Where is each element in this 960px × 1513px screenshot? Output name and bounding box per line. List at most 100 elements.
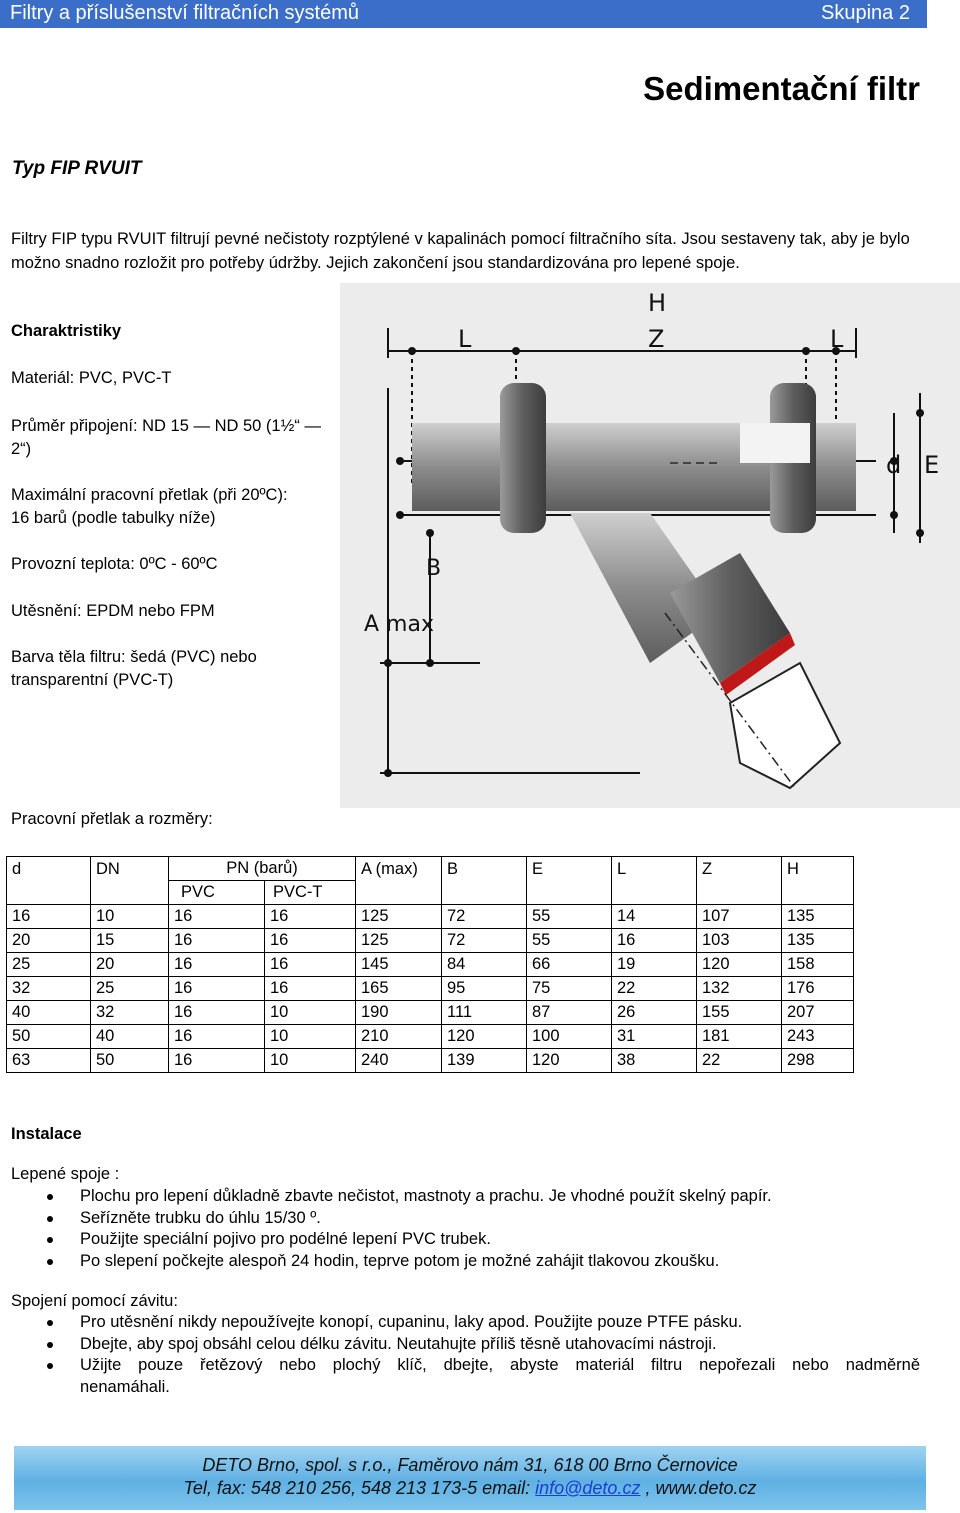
spec-diameter-2: 2“) <box>11 440 32 458</box>
list-item-text: Dbejte, aby spoj obsáhl celou délku závi… <box>80 1334 717 1353</box>
table-cell: 32 <box>6 976 91 1001</box>
table-cell: 125 <box>355 928 442 953</box>
label-l-right: L <box>830 325 844 353</box>
col-pvc: PVC <box>168 880 265 905</box>
table-cell: 16 <box>168 904 265 929</box>
page-title: Sedimentační filtr <box>643 70 920 107</box>
footer-web: , www.deto.cz <box>640 1478 757 1498</box>
table-header-row: d DN PN (barů) A (max) B E L Z H <box>6 856 854 905</box>
list-item-text: Po slepení počkejte alespoň 24 hodin, te… <box>80 1251 720 1270</box>
bullet-icon <box>47 1320 53 1326</box>
list-item-text: Užijte pouze řetězový nebo plochý klíč, … <box>80 1356 920 1396</box>
table-cell: 135 <box>781 928 854 953</box>
table-cell: 16 <box>168 1024 265 1049</box>
list-item: Pro utěsnění nikdy nepoužívejte konopí, … <box>0 1312 920 1334</box>
table-cell: 10 <box>264 1048 356 1073</box>
table-cell: 40 <box>6 1000 91 1025</box>
spec-material: Materiál: PVC, PVC-T <box>11 369 172 387</box>
table-cell: 55 <box>526 904 612 929</box>
table-cell: 125 <box>355 904 442 929</box>
label-l-left: L <box>458 325 472 353</box>
footer-phone: Tel, fax: 548 210 256, 548 213 173-5 ema… <box>183 1478 536 1498</box>
table-cell: 16 <box>6 904 91 929</box>
bullet-icon <box>47 1237 53 1243</box>
table-cell: 155 <box>696 1000 782 1025</box>
label-z: Z <box>648 325 664 353</box>
thread-joints-title: Spojení pomocí závitu: <box>11 1292 178 1310</box>
list-item: Plochu pro lepení důkladně zbavte nečist… <box>0 1186 920 1208</box>
list-item: Dbejte, aby spoj obsáhl celou délku závi… <box>0 1334 920 1356</box>
table-cell: 84 <box>441 952 527 977</box>
table-cell: 50 <box>6 1024 91 1049</box>
col-h: H <box>781 856 854 905</box>
table-cell: 120 <box>441 1024 527 1049</box>
table-cell: 50 <box>90 1048 169 1073</box>
table-cell: 16 <box>168 928 265 953</box>
table-cell: 107 <box>696 904 782 929</box>
table-cell: 25 <box>6 952 91 977</box>
table-cell: 20 <box>90 952 169 977</box>
table-cell: 22 <box>611 976 697 1001</box>
spec-diameter-1: Průměr připojení: ND 15 — ND 50 (1½“ — <box>11 417 321 435</box>
label-e: E <box>924 451 939 479</box>
header-group: Skupina 2 <box>821 2 910 24</box>
col-a: A (max) <box>355 856 442 905</box>
table-cell: 145 <box>355 952 442 977</box>
table-cell: 55 <box>526 928 612 953</box>
bullet-icon <box>47 1258 53 1265</box>
spec-pressure-1: Maximální pracovní přetlak (při 20ºC): <box>11 486 288 504</box>
table-cell: 22 <box>696 1048 782 1073</box>
table-cell: 25 <box>90 976 169 1001</box>
filter-diagram: H L Z L d E B A max <box>340 283 960 808</box>
table-cell: 31 <box>611 1024 697 1049</box>
footer-contact: Tel, fax: 548 210 256, 548 213 173-5 ema… <box>14 1478 926 1499</box>
table-cell: 16 <box>168 952 265 977</box>
spec-color-2: transparentní (PVC-T) <box>11 671 174 689</box>
dimensions-table: d DN PN (barů) A (max) B E L Z H PVC PVC… <box>6 856 854 1073</box>
col-l: L <box>611 856 697 905</box>
table-cell: 26 <box>611 1000 697 1025</box>
table-cell: 298 <box>781 1048 854 1073</box>
glued-joints-title: Lepené spoje : <box>11 1165 120 1183</box>
table-cell: 14 <box>611 904 697 929</box>
table-cell: 10 <box>264 1000 356 1025</box>
table-cell: 95 <box>441 976 527 1001</box>
bullet-icon <box>47 1363 53 1369</box>
table-cell: 16 <box>264 904 356 929</box>
install-heading: Instalace <box>11 1125 82 1143</box>
footer-email-link[interactable]: info@deto.cz <box>535 1478 641 1498</box>
table-cell: 139 <box>441 1048 527 1073</box>
col-pvc-t: PVC-T <box>264 880 356 905</box>
spec-color-1: Barva těla filtru: šedá (PVC) nebo <box>11 648 257 666</box>
header-title: Filtry a příslušenství filtračních systé… <box>10 2 359 24</box>
col-dn: DN <box>90 856 169 905</box>
table-cell: 16 <box>168 1048 265 1073</box>
table-cell: 240 <box>355 1048 442 1073</box>
table-cell: 135 <box>781 904 854 929</box>
header-bar: Filtry a příslušenství filtračních systé… <box>0 0 927 28</box>
footer-banner: DETO Brno, spol. s r.o., Faměrovo nám 31… <box>14 1446 926 1510</box>
table-cell: 72 <box>441 904 527 929</box>
table-cell: 100 <box>526 1024 612 1049</box>
bullet-icon <box>47 1215 53 1222</box>
glued-joints-list: Plochu pro lepení důkladně zbavte nečist… <box>0 1186 920 1272</box>
list-item-text: Pro utěsnění nikdy nepoužívejte konopí, … <box>80 1313 743 1331</box>
table-cell: 176 <box>781 976 854 1001</box>
table-cell: 111 <box>441 1000 527 1025</box>
table-cell: 40 <box>90 1024 169 1049</box>
col-z: Z <box>696 856 782 905</box>
table-cell: 15 <box>90 928 169 953</box>
table-cell: 32 <box>90 1000 169 1025</box>
spec-temperature: Provozní teplota: 0ºC - 60ºC <box>11 555 218 573</box>
list-item: Seřízněte trubku do úhlu 15/30 º. <box>0 1208 920 1230</box>
table-cell: 66 <box>526 952 612 977</box>
label-b: B <box>426 556 441 581</box>
table-cell: 120 <box>696 952 782 977</box>
table-cell: 210 <box>355 1024 442 1049</box>
col-b: B <box>441 856 527 905</box>
list-item-text: Plochu pro lepení důkladně zbavte nečist… <box>80 1187 772 1205</box>
table-cell: 165 <box>355 976 442 1001</box>
